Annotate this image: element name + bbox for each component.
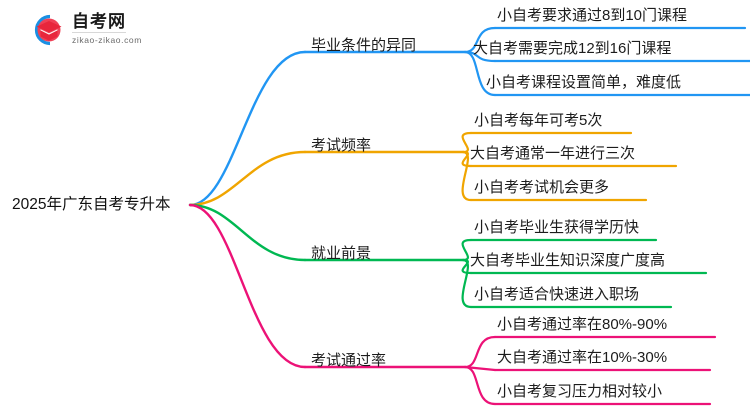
leaf-node-3-3[interactable]: 小自考适合快速进入职场: [474, 286, 640, 303]
branch-node-1[interactable]: 毕业条件的异同: [311, 37, 417, 54]
leaf-node-2-2[interactable]: 大自考通常一年进行三次: [470, 145, 636, 162]
leaf-node-1-1[interactable]: 小自考要求通过8到10门课程: [497, 7, 688, 24]
leaf-node-4-3[interactable]: 小自考复习压力相对较小: [497, 383, 663, 400]
leaf-node-1-3[interactable]: 小自考课程设置简单，难度低: [486, 74, 682, 91]
logo-title: 自考网: [72, 12, 126, 33]
leaf-node-3-1[interactable]: 小自考毕业生获得学历快: [474, 219, 640, 236]
branch-node-4[interactable]: 考试通过率: [311, 352, 387, 369]
leaf-node-2-1[interactable]: 小自考每年可考5次: [474, 112, 603, 129]
logo-subtitle: zikao-zikao.com: [72, 35, 142, 45]
branch-node-2[interactable]: 考试频率: [311, 137, 372, 154]
leaf-node-1-2[interactable]: 大自考需要完成12到16门课程: [473, 40, 672, 57]
site-logo: 自考网 zikao-zikao.com: [28, 10, 208, 52]
leaf-node-3-2[interactable]: 大自考毕业生知识深度广度高: [470, 252, 666, 269]
leaf-node-2-3[interactable]: 小自考考试机会更多: [474, 179, 610, 196]
logo-text: 自考网 zikao-zikao.com: [72, 12, 202, 46]
leaf-node-4-2[interactable]: 大自考通过率在10%-30%: [497, 349, 668, 366]
zikao-logo-icon: [34, 14, 62, 46]
branch-node-3[interactable]: 就业前景: [311, 245, 372, 262]
root-node[interactable]: 2025年广东自考专升本: [12, 196, 171, 213]
leaf-node-4-1[interactable]: 小自考通过率在80%-90%: [497, 316, 668, 333]
